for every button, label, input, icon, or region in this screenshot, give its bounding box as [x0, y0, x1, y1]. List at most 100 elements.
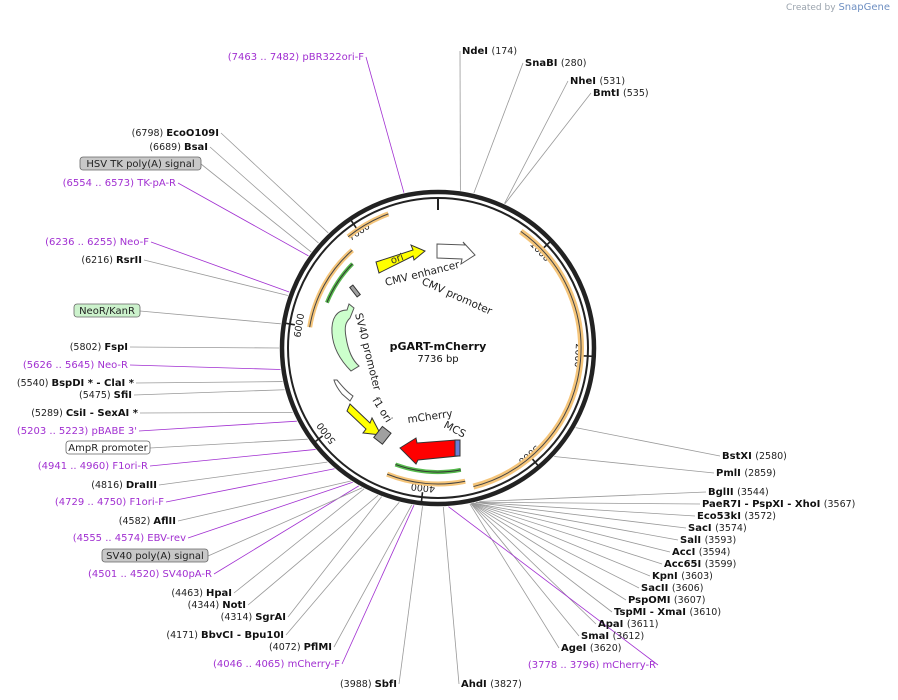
site-label[interactable]: Acc65I (3599) — [664, 559, 736, 570]
callout-line — [470, 503, 613, 613]
site-label[interactable]: SacII (3606) — [641, 583, 703, 594]
callout-line — [139, 411, 293, 414]
callout-line — [177, 182, 309, 257]
site-label[interactable]: AgeI (3620) — [561, 643, 621, 654]
primer-label[interactable]: (3778 .. 3796) mCherry-R — [528, 660, 656, 671]
callout-line — [554, 456, 715, 474]
callout-line — [504, 80, 569, 204]
primer-label[interactable]: (7463 .. 7482) pBR322ori-F — [228, 52, 364, 63]
callout-line — [341, 505, 415, 665]
site-label[interactable]: (5540) BspDI * - ClaI * — [17, 378, 135, 389]
site-label[interactable]: (5289) CsiI - SexAI * — [31, 408, 139, 419]
site-label[interactable]: BmtI (535) — [593, 88, 649, 99]
callout-line — [207, 487, 363, 557]
mcherry-feature[interactable] — [399, 437, 459, 465]
plasmid-length: 7736 bp — [417, 354, 458, 365]
site-label[interactable]: (4816) DraIII — [91, 480, 157, 491]
neo-orf-arc-line[interactable] — [326, 263, 353, 303]
callout-line — [149, 449, 316, 467]
callout-line — [285, 501, 400, 636]
site-label[interactable]: SmaI (3612) — [581, 631, 644, 642]
primer-label[interactable]: (4941 .. 4960) F1ori-R — [38, 461, 148, 472]
callout-line — [365, 56, 405, 193]
site-label[interactable]: (4072) PflMI — [269, 642, 332, 653]
site-label[interactable]: (4344) NotI — [188, 600, 246, 611]
site-label[interactable]: PspOMI (3607) — [628, 595, 706, 606]
site-label[interactable]: SalI (3593) — [680, 535, 736, 546]
feature-box[interactable] — [73, 303, 141, 318]
mcs-label: MCS — [442, 419, 468, 441]
primer-label[interactable]: (4729 .. 4750) F1ori-F — [55, 497, 164, 508]
callout-line — [470, 503, 580, 637]
site-label[interactable]: (6689) BsaI — [149, 142, 208, 153]
feature-box[interactable] — [79, 156, 202, 171]
callout-line — [149, 438, 308, 449]
orf-arc-left-line[interactable] — [309, 249, 353, 328]
site-label[interactable]: (4582) AflII — [119, 516, 176, 527]
feature-box-label: HSV TK poly(A) signal — [86, 159, 194, 170]
site-label[interactable]: ApaI (3611) — [598, 619, 658, 630]
site-label[interactable]: (3988) SbfI — [340, 679, 397, 690]
site-label[interactable]: (4314) SgrAI — [221, 612, 286, 623]
bp-tick — [420, 492, 424, 503]
site-label[interactable]: TspMI - XmaI (3610) — [614, 607, 721, 618]
ori-feature[interactable] — [375, 244, 426, 274]
site-label[interactable]: AhdI (3827) — [461, 679, 522, 690]
primer-label[interactable]: (4501 .. 4520) SV40pA-R — [88, 569, 212, 580]
callout-line — [475, 502, 687, 529]
feature-box[interactable] — [65, 440, 151, 455]
f1-ori-feature[interactable] — [346, 403, 382, 436]
bp-tick — [284, 322, 295, 326]
site-label[interactable]: (4463) HpaI — [171, 588, 232, 599]
callout-line — [471, 502, 651, 577]
mcherry-orf-arc-line[interactable] — [395, 463, 461, 473]
site-label[interactable]: (5475) SfiI — [79, 390, 132, 401]
bp-tick — [531, 457, 540, 467]
primer-label[interactable]: (5626 .. 5645) Neo-R — [23, 360, 128, 371]
site-label[interactable]: BglII (3544) — [708, 487, 769, 498]
site-label[interactable]: PmlI (2859) — [716, 468, 776, 479]
neo-orf-arc[interactable] — [325, 262, 354, 304]
site-label[interactable]: NheI (531) — [570, 76, 625, 87]
feature-box-label: AmpR promoter — [68, 443, 148, 454]
orf-arc-bottom-line[interactable] — [386, 473, 466, 485]
site-label[interactable]: BstXI (2580) — [722, 451, 787, 462]
feature-box[interactable] — [101, 548, 209, 563]
callout-line — [139, 310, 281, 325]
callout-line — [476, 501, 701, 505]
callout-line — [220, 132, 329, 234]
primer-label[interactable]: (4555 .. 4574) EBV-rev — [73, 533, 186, 544]
ori-label: ori — [389, 252, 405, 267]
site-label[interactable]: SnaBI (280) — [525, 58, 586, 69]
primer-label[interactable]: (6554 .. 6573) TK-pA-R — [63, 178, 176, 189]
site-label[interactable]: PaeR7I - PspXI - XhoI (3567) — [702, 499, 855, 510]
cmv-enhancer-feature[interactable] — [436, 241, 476, 266]
mcs-feature[interactable] — [454, 439, 461, 457]
site-label[interactable]: SacI (3574) — [688, 523, 747, 534]
orf-arc-right-line[interactable] — [473, 230, 582, 488]
orf-arc-bottom[interactable] — [386, 471, 466, 487]
callout-line — [333, 504, 413, 648]
callout-line — [143, 259, 289, 296]
orf-arc-left-top-line[interactable] — [347, 213, 389, 238]
feature-box-label: SV40 poly(A) signal — [106, 551, 204, 562]
callout-line — [473, 62, 524, 194]
watermark-brand: SnapGene — [838, 2, 890, 13]
site-label[interactable]: (6216) RsrII — [81, 255, 142, 266]
callout-line — [287, 496, 382, 618]
site-label[interactable]: (5802) FspI — [70, 342, 128, 353]
site-label[interactable]: (6798) EcoO109I — [132, 128, 219, 139]
site-label[interactable]: NdeI (174) — [462, 46, 517, 57]
site-label[interactable]: (4171) BbvCI - Bpu10I — [166, 630, 284, 641]
sv40-promoter-feature[interactable] — [331, 303, 360, 372]
site-label[interactable]: AccI (3594) — [672, 547, 730, 558]
callout-line — [135, 381, 283, 384]
site-label[interactable]: KpnI (3603) — [652, 571, 713, 582]
callout-line — [479, 491, 707, 502]
primer-label[interactable]: (4046 .. 4065) mCherry-F — [213, 659, 340, 670]
site-label[interactable]: Eco53kI (3572) — [697, 511, 776, 522]
callout-line — [504, 92, 592, 205]
primer-label[interactable]: (6236 .. 6255) Neo-F — [45, 237, 149, 248]
primer-label[interactable]: (5203 .. 5223) pBABE 3' — [17, 426, 137, 437]
callout-line — [150, 241, 290, 293]
